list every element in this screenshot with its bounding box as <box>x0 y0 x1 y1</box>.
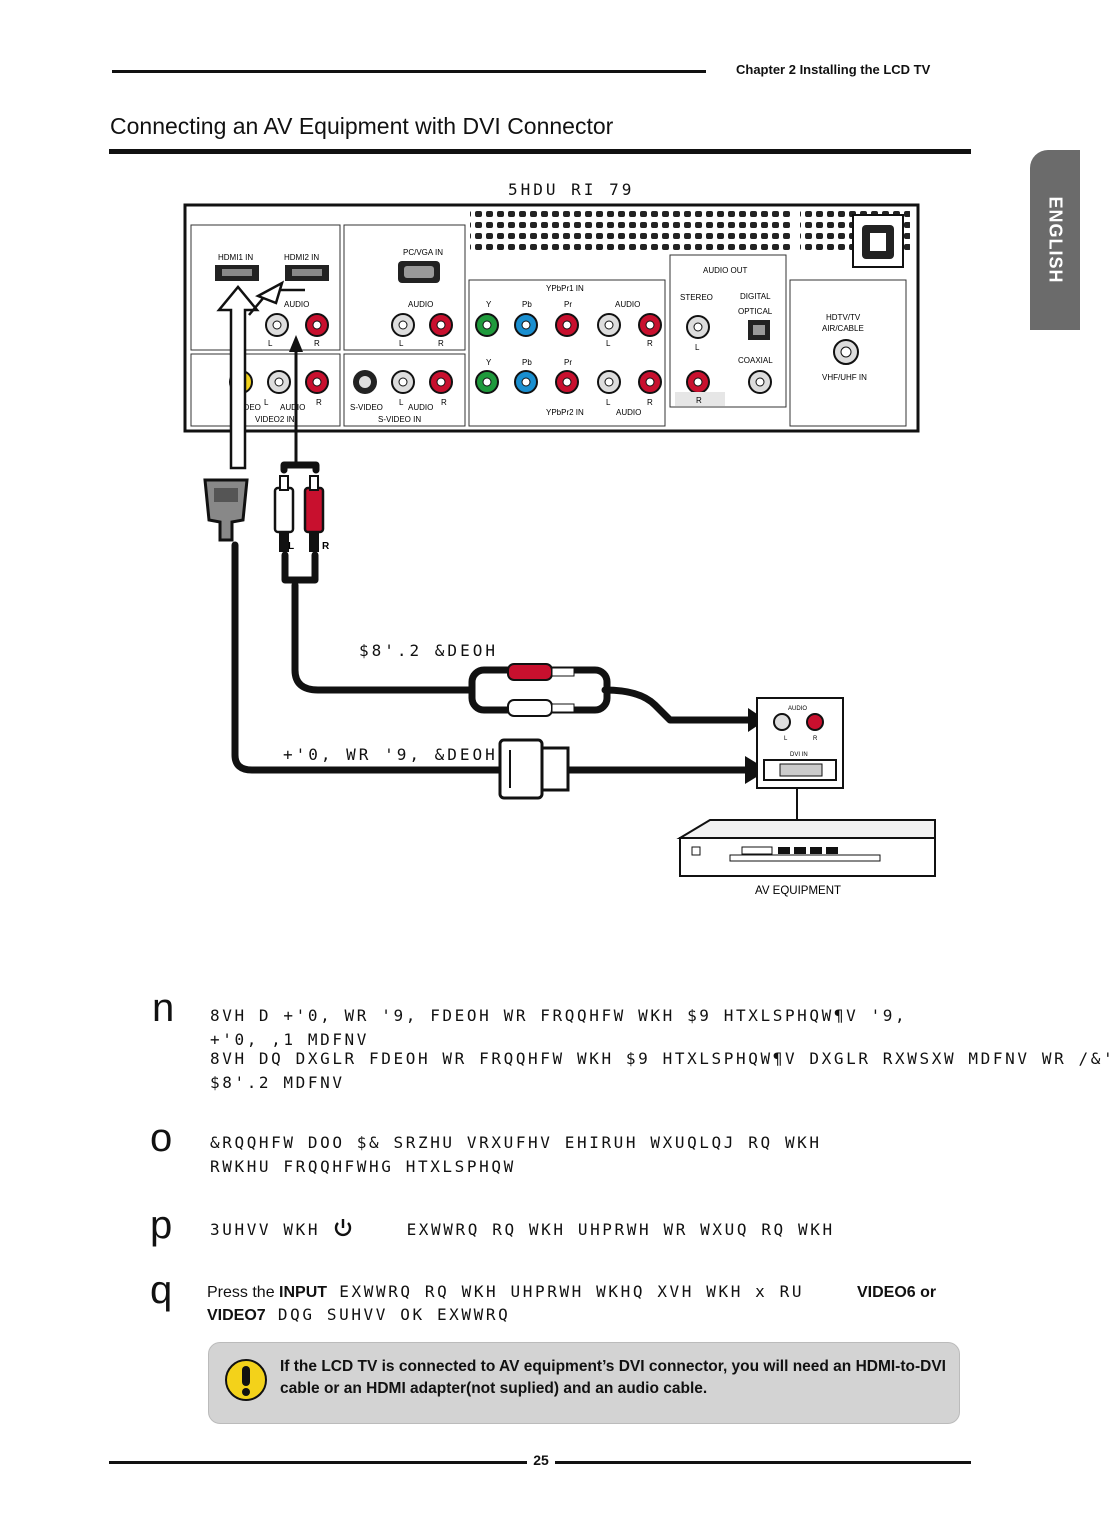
svg-text:L: L <box>399 398 404 407</box>
svg-text:L: L <box>606 398 611 407</box>
svg-text:R: R <box>438 339 444 348</box>
step-4-number: p <box>150 1203 173 1247</box>
svg-text:R: R <box>647 398 653 407</box>
svg-text:L: L <box>606 339 611 348</box>
audio-cable-plugs <box>468 663 611 717</box>
connection-diagram: HDMI1 IN HDMI2 IN PC/VGA IN AUDIO AUDIO … <box>183 203 936 897</box>
svg-text:AUDIO: AUDIO <box>408 403 433 412</box>
step-3-number: o <box>150 1116 173 1160</box>
svg-text:AUDIO: AUDIO <box>280 403 305 412</box>
audio-cable-caption: $8'.2 &DEOH <box>359 641 498 660</box>
connection-arrows <box>216 280 305 470</box>
ypbpr1-label: YPbPr1 IN <box>546 284 584 293</box>
audio-out-label: AUDIO OUT <box>703 266 748 275</box>
svg-text:HDTV/TV: HDTV/TV <box>826 313 861 322</box>
svg-text:R: R <box>813 736 818 742</box>
svg-text:R: R <box>322 541 330 552</box>
svg-text:Pb: Pb <box>522 358 532 367</box>
chapter-label: Chapter 2 Installing the LCD TV <box>736 62 931 77</box>
page-title: Connecting an AV Equipment with DVI Conn… <box>110 113 614 139</box>
svg-text:VHF/UHF IN: VHF/UHF IN <box>822 373 867 382</box>
rca-plugs <box>273 475 325 552</box>
power-icon <box>335 1219 352 1237</box>
svg-text:AUDIO: AUDIO <box>615 300 640 309</box>
step-3-line-1: &RQQHFW DOO $& SRZHU VRXUFHV EHIRUH WXUQ… <box>210 1133 822 1152</box>
step-2-line-1: 8VH DQ DXGLR FDEOH WR FRQQHFW WKH $9 HTX… <box>210 1049 1115 1068</box>
svg-text:COAXIAL: COAXIAL <box>738 356 773 365</box>
tv-rear-panel: HDMI1 IN HDMI2 IN PC/VGA IN AUDIO AUDIO … <box>183 203 920 433</box>
av-equipment-panel: AUDIO L R DVI IN <box>756 697 844 822</box>
svg-text:AUDIO: AUDIO <box>788 706 807 712</box>
svg-text:R: R <box>314 339 320 348</box>
svg-text:L: L <box>399 339 404 348</box>
rear-caption: 5HDU RI 79 <box>508 180 635 199</box>
hdmi1-label: HDMI1 IN <box>218 253 253 262</box>
svg-text:DVI IN: DVI IN <box>790 752 808 758</box>
footer-rule-left <box>109 1461 527 1464</box>
svg-text:R: R <box>696 396 702 405</box>
warning-icon <box>225 1359 267 1401</box>
step-2-line-2: $8'.2 MDFNV <box>210 1073 345 1092</box>
svg-text:L: L <box>268 339 273 348</box>
svg-text:Pr: Pr <box>564 300 572 309</box>
step-5-alt-word: VIDEO6 or <box>857 1284 937 1301</box>
svg-text:S-VIDEO IN: S-VIDEO IN <box>378 415 421 424</box>
svg-text:AUDIO: AUDIO <box>408 300 433 309</box>
chapter-rule <box>112 70 706 73</box>
svg-text:S-VIDEO: S-VIDEO <box>350 403 383 412</box>
svg-text:Y: Y <box>486 358 492 367</box>
svg-text:OPTICAL: OPTICAL <box>738 307 773 316</box>
cables <box>231 461 764 774</box>
svg-text:Y: Y <box>486 300 492 309</box>
hdmi-dvi-cable-caption: +'0, WR '9, &DEOH <box>283 745 498 764</box>
title-rule <box>109 149 971 154</box>
language-tab: ENGLISH <box>1030 150 1080 330</box>
av-equipment-label: AV EQUIPMENT <box>755 885 841 897</box>
rca-jacks-row1 <box>265 313 859 365</box>
pcvga-label: PC/VGA IN <box>403 248 443 257</box>
step-5-line-2: VIDEO7 DQG SUHVV OK EXWWRQ <box>207 1305 511 1324</box>
svg-text:L: L <box>264 398 269 407</box>
dvi-adapter-plug <box>203 478 249 542</box>
svg-text:DIGITAL: DIGITAL <box>740 292 771 301</box>
hdmi2-label: HDMI2 IN <box>284 253 319 262</box>
step-4-line-1: 3UHVV WKH EXWWRQ RQ WKH UHPRWH WR WXUQ R… <box>210 1219 835 1239</box>
step-3-line-2: RWKHU FRQQHFWHG HTXLSPHQW <box>210 1157 516 1176</box>
note-text: If the LCD TV is connected to AV equipme… <box>280 1358 946 1397</box>
svg-text:AUDIO: AUDIO <box>616 408 641 417</box>
step-5-number: q <box>150 1268 173 1312</box>
svg-text:AUDIO: AUDIO <box>284 300 309 309</box>
footer-rule-right <box>555 1461 971 1464</box>
av-equipment-device <box>676 819 936 877</box>
svg-text:R: R <box>316 398 322 407</box>
svg-text:VIDEO2 IN: VIDEO2 IN <box>255 415 295 424</box>
svg-text:AIR/CABLE: AIR/CABLE <box>822 324 864 333</box>
svg-text:Pr: Pr <box>564 358 572 367</box>
step-5-line-1: Press the INPUT EXWWRQ RQ WKH UHPRWH WKH… <box>207 1282 805 1301</box>
step-1-line-1: 8VH D +'0, WR '9, FDEOH WR FRQQHFW WKH $… <box>210 1006 908 1025</box>
svg-text:R: R <box>647 339 653 348</box>
svg-text:L: L <box>288 541 294 552</box>
svg-text:L: L <box>695 343 700 352</box>
svg-text:L: L <box>784 736 788 742</box>
note-box <box>208 1342 960 1424</box>
page-number: 25 <box>533 1452 549 1468</box>
hdmi-dvi-cable-plug <box>498 738 570 800</box>
step-1-line-2: +'0, ,1 MDFNV <box>210 1030 370 1049</box>
svg-text:VIDEO: VIDEO <box>236 403 261 412</box>
svg-text:Pb: Pb <box>522 300 532 309</box>
svg-text:STEREO: STEREO <box>680 293 713 302</box>
svg-text:YPbPr2 IN: YPbPr2 IN <box>546 408 584 417</box>
step-1-number: n <box>152 986 175 1030</box>
svg-text:R: R <box>441 398 447 407</box>
